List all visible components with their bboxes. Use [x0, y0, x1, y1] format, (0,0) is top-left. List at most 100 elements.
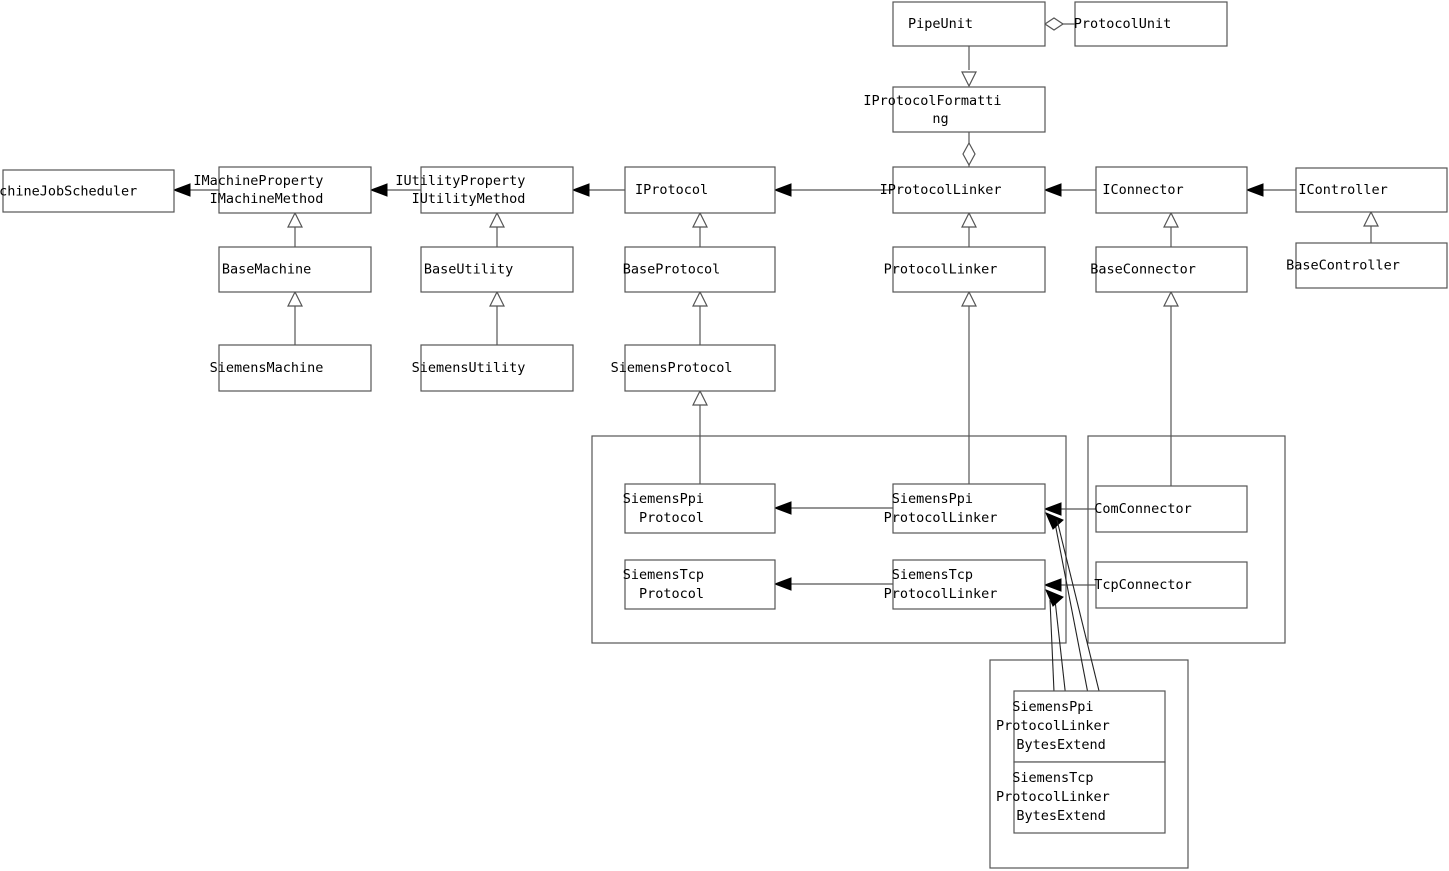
- svg-text:SiemensProtocol: SiemensProtocol: [611, 360, 790, 376]
- svg-text:SiemensPpi Protocol: SiemensPpi Protocol: [623, 491, 777, 526]
- node-iprotocol-formatting[interactable]: IProtocolFormatti ng: [863, 86, 1074, 133]
- svg-text:BaseUtility: BaseUtility: [424, 262, 570, 278]
- svg-text:BaseProtocol: BaseProtocol: [623, 262, 777, 278]
- group-connector-implementations: [1087, 435, 1286, 644]
- edge-baseutility-to-iutility: [489, 211, 505, 247]
- siemens-tcp-linker-line2: ProtocolLinker: [884, 586, 998, 602]
- siemens-ppi-protocol-line2: Protocol: [639, 510, 704, 526]
- imachine-property-line2: IMachineMethod: [210, 191, 324, 207]
- siemens-tcp-protocol-line1: SiemensTcp: [623, 567, 704, 583]
- protocol-impl-group-rect: [591, 435, 1067, 644]
- siemens-ppi-linker-line2: ProtocolLinker: [884, 510, 998, 526]
- svg-text:BaseMachine: BaseMachine: [222, 262, 368, 278]
- svg-text:SiemensMachine: SiemensMachine: [210, 360, 381, 376]
- edge-baseconnector-to-iconnector: [1163, 211, 1179, 247]
- svg-text:IController: IController: [1298, 182, 1444, 198]
- iprotocol-formatting-line2: ng: [932, 111, 948, 127]
- svg-text:MachineJobScheduler: MachineJobScheduler: [0, 184, 194, 200]
- iprotocol-label: IProtocol: [635, 182, 708, 198]
- edge-tcpconnector-to-tcplinker: [1043, 578, 1096, 592]
- icontroller-label: IController: [1298, 182, 1387, 198]
- node-iconnector[interactable]: IConnector: [1095, 166, 1248, 214]
- node-siemens-ppi-protocol[interactable]: SiemensPpi Protocol: [623, 483, 777, 534]
- iutility-property-line1: IUtilityProperty: [395, 173, 525, 189]
- node-base-machine[interactable]: BaseMachine: [218, 246, 372, 293]
- svg-text:TcpConnector: TcpConnector: [1094, 577, 1248, 593]
- node-siemens-tcp-linker-bytes-extend[interactable]: SiemensTcp ProtocolLinker BytesExtend: [996, 761, 1183, 834]
- node-siemens-utility[interactable]: SiemensUtility: [412, 344, 583, 392]
- edge-iconnector-to-ilinker: [1043, 183, 1096, 197]
- svg-text:ProtocolLinker: ProtocolLinker: [884, 262, 1055, 278]
- siemens-utility-label: SiemensUtility: [412, 360, 526, 376]
- siemens-machine-label: SiemensMachine: [210, 360, 324, 376]
- tcp-bytes-extend-line3: BytesExtend: [1016, 808, 1105, 824]
- node-siemens-machine[interactable]: SiemensMachine: [210, 344, 381, 392]
- svg-text:SiemensTcp ProtocolLin: SiemensTcp ProtocolLinker BytesExtend: [996, 770, 1183, 824]
- edge-ppilinker-to-ppiprotocol: [773, 501, 893, 515]
- node-pipe-unit[interactable]: PipeUnit: [892, 1, 1046, 47]
- svg-text:ComConnector: ComConnector: [1094, 501, 1248, 517]
- protocol-unit-label: ProtocolUnit: [1074, 16, 1172, 32]
- node-imachine-property[interactable]: IMachineProperty IMachineMethod: [193, 166, 396, 214]
- bytes-extend-group-rect: [989, 659, 1189, 869]
- node-iutility-property[interactable]: IUtilityProperty IUtilityMethod: [395, 166, 598, 214]
- node-iprotocol-linker[interactable]: IProtocolLinker: [880, 166, 1059, 214]
- svg-text:SiemensPpi ProtocolLin: SiemensPpi ProtocolLinker BytesExtend: [996, 699, 1183, 753]
- node-protocol-unit[interactable]: ProtocolUnit: [1074, 1, 1228, 47]
- edge-icontroller-to-iconnector: [1245, 183, 1296, 197]
- node-com-connector[interactable]: ComConnector: [1094, 485, 1248, 533]
- ppi-bytes-extend-line3: BytesExtend: [1016, 737, 1105, 753]
- svg-text:SiemensPpi ProtocolLin: SiemensPpi ProtocolLinker: [884, 491, 1055, 526]
- node-siemens-tcp-protocol-linker[interactable]: SiemensTcp ProtocolLinker: [884, 559, 1055, 610]
- edge-siemensppilinker-to-protocollinker: [961, 290, 977, 484]
- ppi-bytes-extend-line1: SiemensPpi: [1012, 699, 1093, 715]
- node-siemens-protocol[interactable]: SiemensProtocol: [611, 344, 790, 392]
- node-icontroller[interactable]: IController: [1295, 167, 1448, 213]
- node-base-utility[interactable]: BaseUtility: [420, 246, 574, 293]
- tcp-connector-label: TcpConnector: [1094, 577, 1192, 593]
- tcp-bytes-extend-line2: ProtocolLinker: [996, 789, 1110, 805]
- connector-impl-group-rect: [1087, 435, 1286, 644]
- siemens-ppi-protocol-line1: SiemensPpi: [623, 491, 704, 507]
- node-base-protocol[interactable]: BaseProtocol: [623, 246, 777, 293]
- base-connector-label: BaseConnector: [1090, 262, 1196, 278]
- iutility-property-line2: IUtilityMethod: [412, 191, 526, 207]
- svg-text:PipeUnit: PipeUnit: [908, 16, 1030, 32]
- com-connector-label: ComConnector: [1094, 501, 1192, 517]
- node-siemens-tcp-protocol[interactable]: SiemensTcp Protocol: [623, 559, 777, 610]
- iprotocol-linker-label: IProtocolLinker: [880, 182, 1002, 198]
- node-machine-job-scheduler[interactable]: MachineJobScheduler: [0, 169, 194, 213]
- svg-text:IProtocol: IProtocol: [635, 182, 765, 198]
- edge-ilinker-to-iprotocol: [773, 183, 893, 197]
- edge-basecontroller-to-icontroller: [1363, 210, 1379, 243]
- edge-siemensppiprotocol-to-siemensprotocol: [692, 389, 708, 484]
- imachine-property-line1: IMachineProperty: [193, 173, 323, 189]
- node-tcp-connector[interactable]: TcpConnector: [1094, 561, 1248, 609]
- edge-siemensprotocol-to-baseprotocol: [692, 290, 708, 345]
- node-base-connector[interactable]: BaseConnector: [1090, 246, 1253, 293]
- siemens-ppi-linker-line1: SiemensPpi: [892, 491, 973, 507]
- node-protocol-linker[interactable]: ProtocolLinker: [884, 246, 1055, 293]
- svg-text:IUtilityProperty IUtil: IUtilityProperty IUtilityMethod: [395, 173, 598, 207]
- protocol-linker-label: ProtocolLinker: [884, 262, 998, 278]
- svg-text:SiemensTcp ProtocolLin: SiemensTcp ProtocolLinker: [884, 567, 1055, 602]
- svg-text:SiemensTcp Protocol: SiemensTcp Protocol: [623, 567, 777, 602]
- base-protocol-label: BaseProtocol: [623, 262, 721, 278]
- edge-pipeunit-to-iprotocolformatting: [961, 46, 977, 88]
- siemens-tcp-protocol-line2: Protocol: [639, 586, 704, 602]
- svg-text:BaseController: BaseController: [1286, 258, 1449, 274]
- node-siemens-ppi-linker-bytes-extend[interactable]: SiemensPpi ProtocolLinker BytesExtend: [996, 690, 1183, 763]
- group-bytes-extend: [989, 659, 1189, 869]
- node-base-controller[interactable]: BaseController: [1286, 242, 1449, 289]
- edge-siemensutility-to-baseutility: [489, 290, 505, 345]
- svg-text:IProtocolLinker: IProtocolLinker: [880, 182, 1059, 198]
- node-siemens-ppi-protocol-linker[interactable]: SiemensPpi ProtocolLinker: [884, 483, 1055, 534]
- base-utility-label: BaseUtility: [424, 262, 513, 278]
- edge-iprotocol-to-iutility: [571, 183, 625, 197]
- svg-text:IMachineProperty IMach: IMachineProperty IMachineMethod: [193, 173, 396, 207]
- node-iprotocol[interactable]: IProtocol: [624, 166, 776, 214]
- iprotocol-formatting-line1: IProtocolFormatti: [863, 93, 1001, 109]
- svg-text:IConnector: IConnector: [1102, 182, 1240, 198]
